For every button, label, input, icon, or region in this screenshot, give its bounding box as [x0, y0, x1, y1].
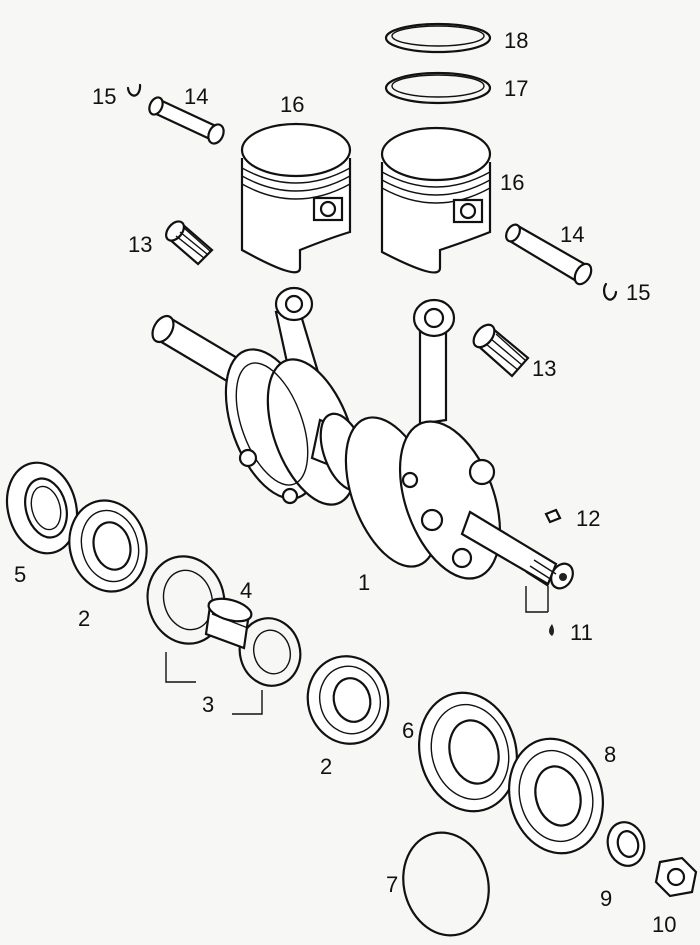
piston-ring-second [384, 71, 492, 105]
label-3: 3 [202, 692, 214, 717]
piston-pin-right [505, 223, 593, 286]
piston-pin-left [148, 96, 225, 145]
label-6: 6 [402, 718, 414, 743]
needle-bearing-left [165, 220, 214, 266]
piston-left [240, 122, 352, 274]
label-13-right: 13 [532, 356, 556, 381]
center-bushing [204, 597, 253, 650]
label-16-left: 16 [280, 92, 304, 117]
needle-bearing-right [472, 323, 530, 378]
label-18: 18 [504, 28, 528, 53]
label-13-left: 13 [128, 232, 152, 257]
label-9: 9 [600, 886, 612, 911]
piston-right [380, 126, 492, 274]
label-15-left: 15 [92, 84, 116, 109]
main-bearing-center [306, 655, 390, 745]
label-5: 5 [14, 562, 26, 587]
main-bearing-right [418, 691, 518, 813]
label-14-right: 14 [560, 222, 584, 247]
label-2-center: 2 [320, 754, 332, 779]
main-bearing-left [68, 499, 148, 593]
label-2-left: 2 [78, 606, 90, 631]
circlip-left [126, 83, 142, 97]
shaft-key [525, 586, 554, 636]
label-7: 7 [386, 872, 398, 897]
label-17: 17 [504, 76, 528, 101]
label-10: 10 [652, 912, 676, 937]
label-8: 8 [604, 742, 616, 767]
label-16-right: 16 [500, 170, 524, 195]
circlip-right [602, 282, 618, 301]
oil-seal-right [508, 737, 604, 855]
crankshaft-assembly [151, 286, 574, 590]
woodruff-key [544, 508, 562, 524]
hex-nut [654, 856, 698, 898]
o-ring [402, 831, 490, 937]
oil-seal-left [5, 461, 79, 555]
label-14-left: 14 [184, 84, 208, 109]
label-11: 11 [570, 620, 593, 645]
piston-ring-top [384, 22, 492, 54]
lock-washer [606, 821, 646, 867]
label-4: 4 [240, 578, 252, 603]
label-15-right: 15 [626, 280, 650, 305]
label-1: 1 [358, 570, 370, 595]
shim-washers [146, 555, 302, 715]
label-12: 12 [576, 506, 600, 531]
